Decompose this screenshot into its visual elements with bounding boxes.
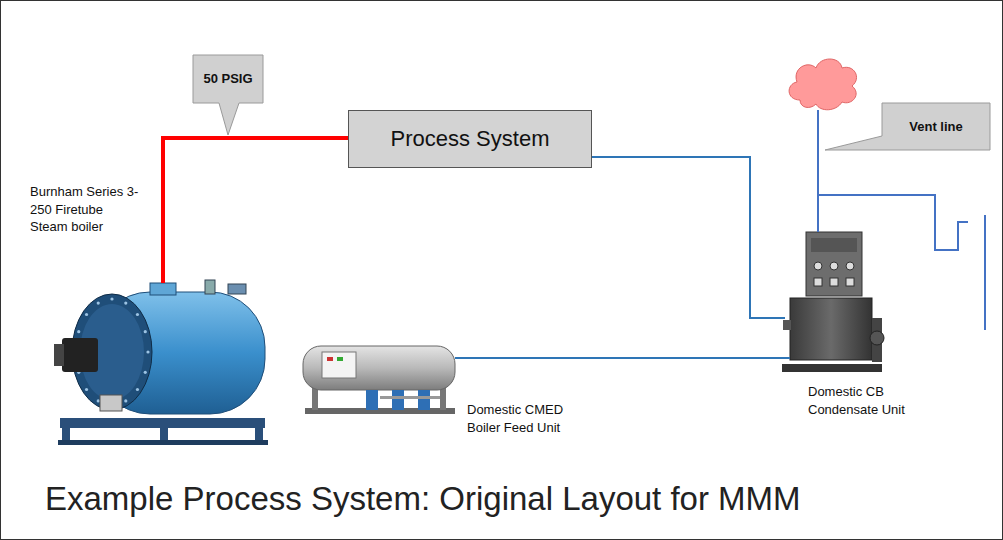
- boiler-node: Burnham Series 3- 250 Firetube Steam boi…: [55, 280, 275, 450]
- vent-callout: Vent line: [882, 103, 990, 150]
- condensate-node: Domestic CB Condensate Unit: [775, 225, 880, 375]
- vent-cloud: [789, 59, 856, 110]
- steam-boiler: [54, 280, 268, 445]
- box-label: Process System: [391, 124, 550, 154]
- equipment-label: Domestic CMED Boiler Feed Unit: [467, 401, 579, 436]
- equipment-label: Domestic CB Condensate Unit: [808, 383, 916, 418]
- box-label: Vent line: [909, 118, 962, 136]
- condensate-pipe: [592, 157, 785, 318]
- pressure-callout: 50 PSIG: [193, 55, 263, 103]
- steam-pipe: [163, 138, 348, 283]
- boiler-feed-unit: [303, 346, 455, 414]
- equipment-label: Burnham Series 3- 250 Firetube Steam boi…: [30, 183, 140, 236]
- feed-unit-node: Domestic CMED Boiler Feed Unit: [300, 335, 455, 425]
- process-box: Process System: [348, 110, 592, 168]
- condensate-unit: [782, 232, 884, 372]
- caption: Example Process System: Original Layout …: [45, 480, 801, 518]
- condensate-pipe: [455, 357, 790, 359]
- box-label: 50 PSIG: [203, 70, 252, 88]
